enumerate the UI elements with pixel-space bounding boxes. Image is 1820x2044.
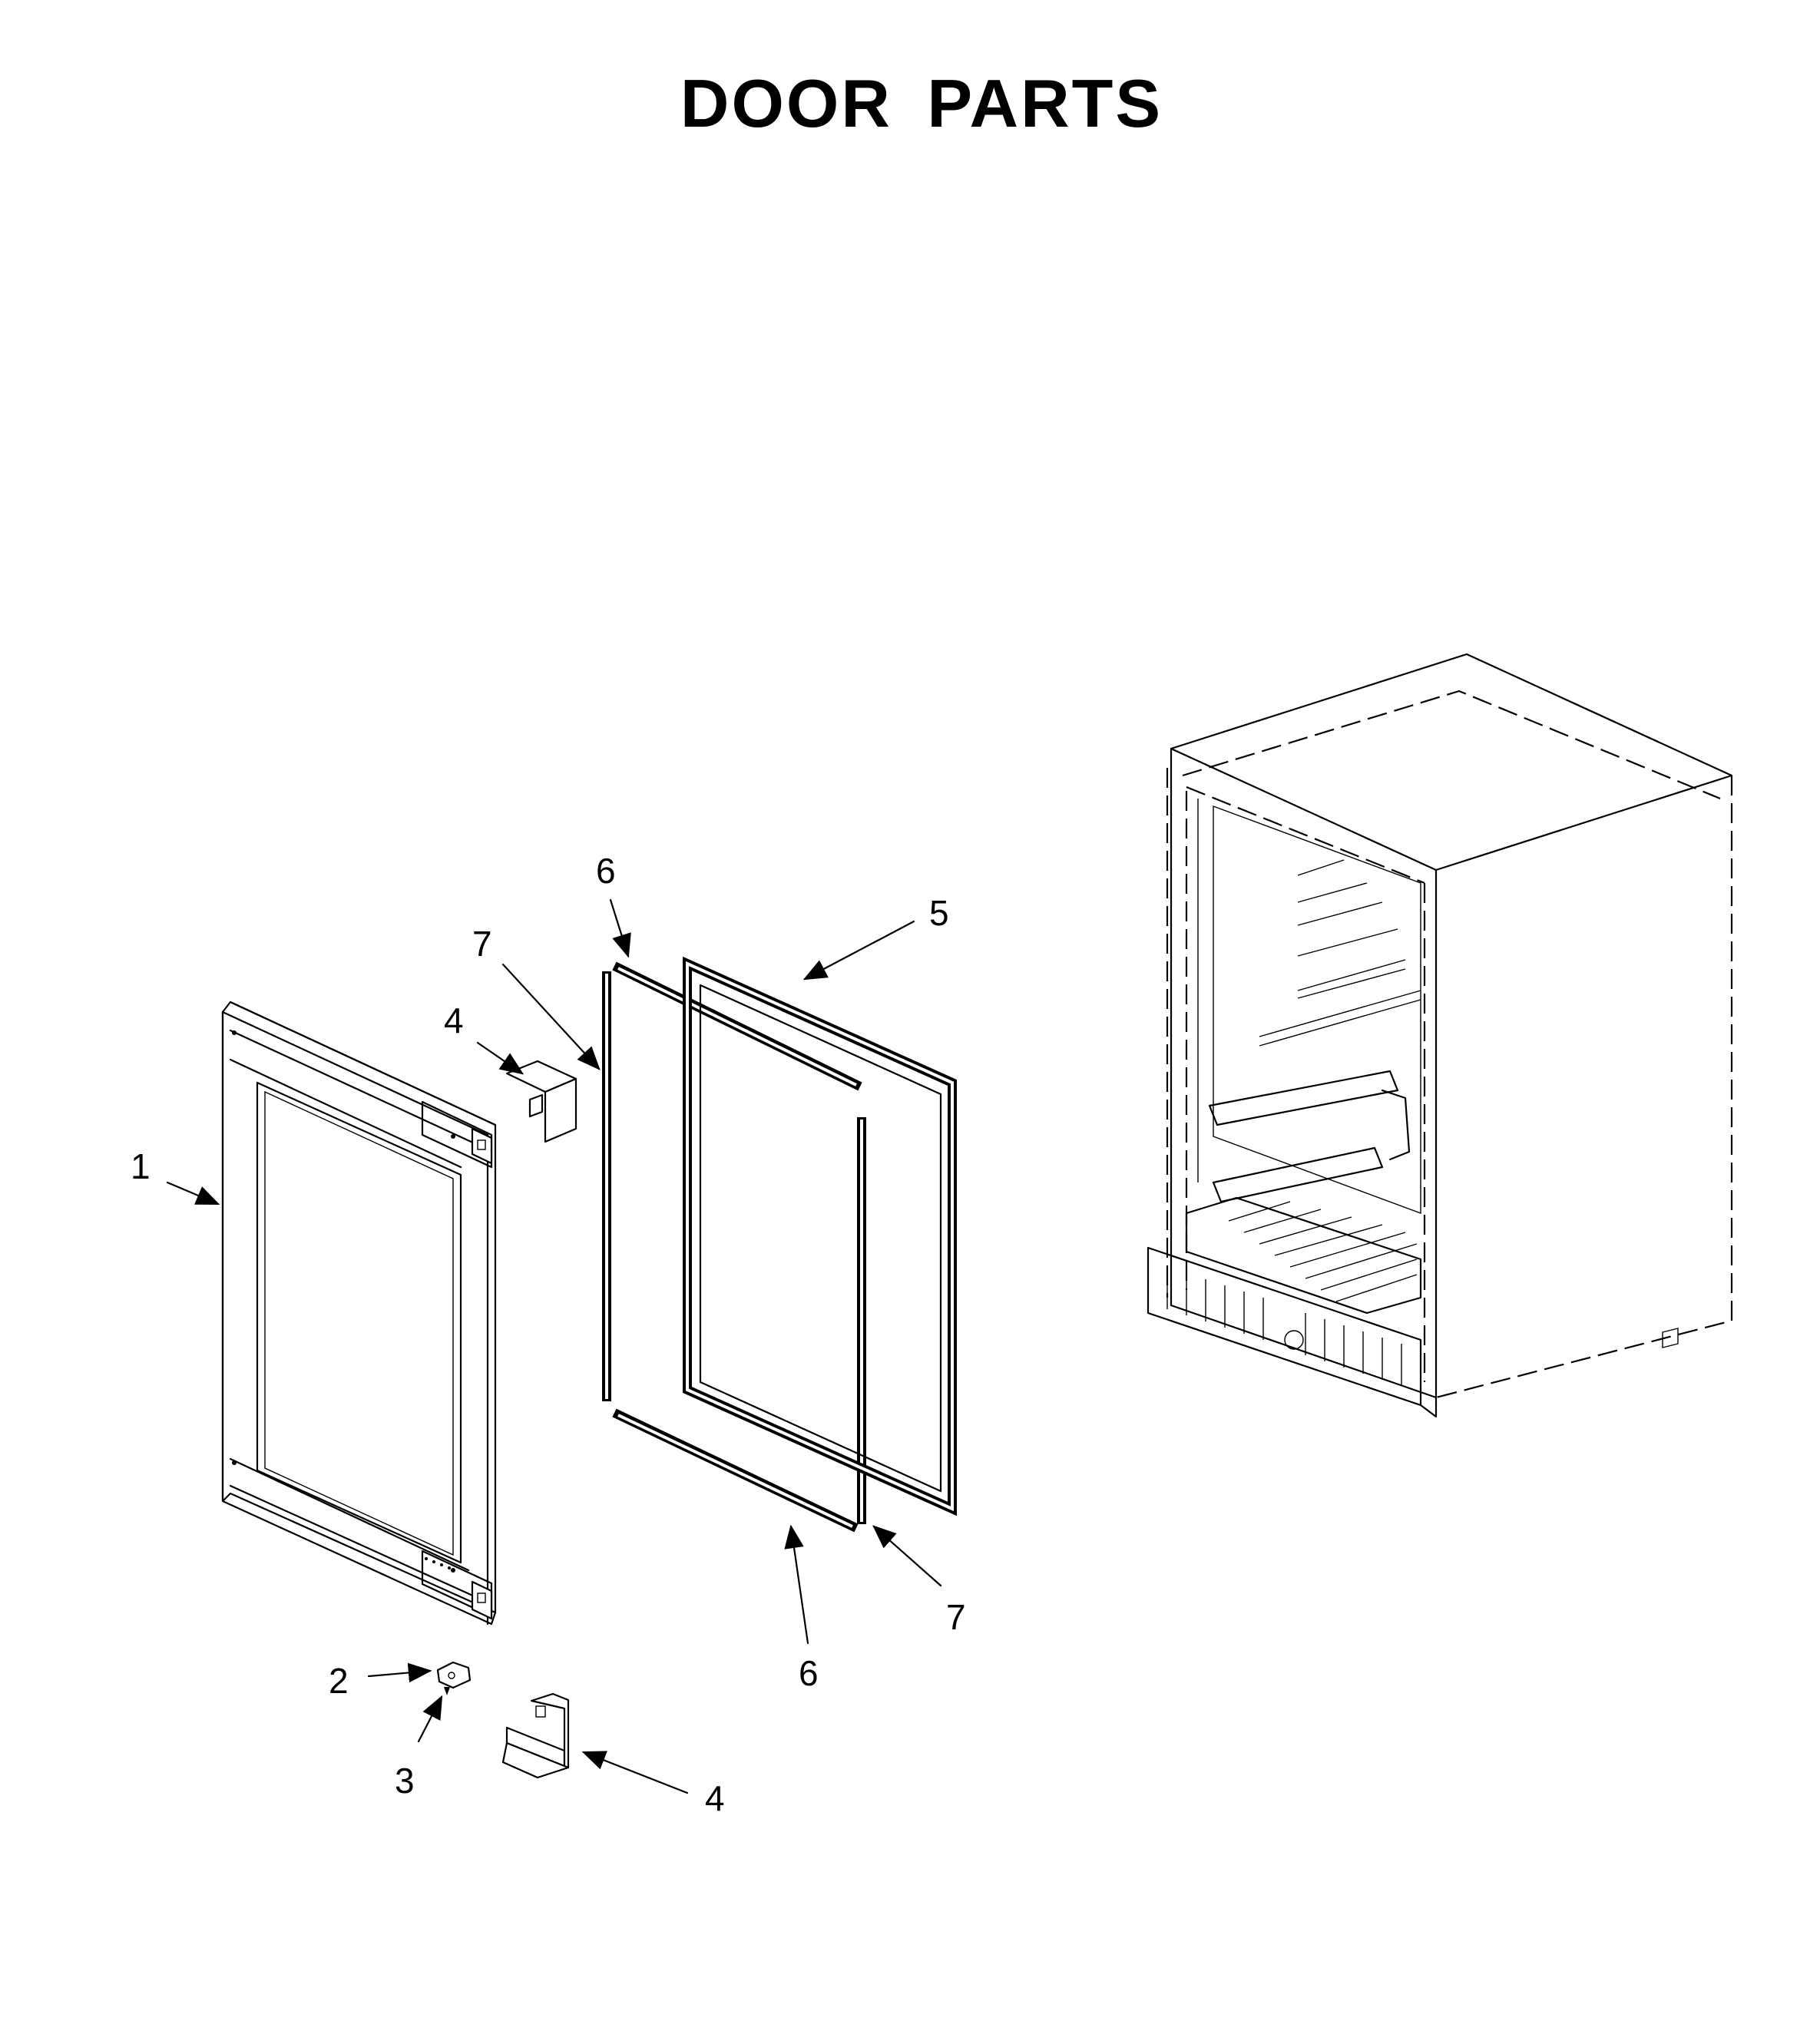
gasket-strips bbox=[602, 961, 866, 1533]
callout-7-right: 7 bbox=[946, 1597, 966, 1637]
leader-arrows bbox=[166, 898, 942, 1794]
leader-2 bbox=[367, 1662, 432, 1683]
callout-labels: 1 2 3 4 4 5 6 6 7 7 bbox=[131, 851, 966, 1818]
callout-2: 2 bbox=[329, 1661, 349, 1701]
hinge-cover-top bbox=[505, 1060, 577, 1143]
callout-6-top: 6 bbox=[596, 851, 616, 891]
door-assembly bbox=[221, 1001, 497, 1626]
callout-3: 3 bbox=[395, 1761, 415, 1801]
hinge-screw bbox=[444, 1687, 450, 1695]
leader-7-right bbox=[872, 1525, 942, 1587]
callout-4-bottom: 4 bbox=[705, 1778, 725, 1818]
page-title: DOOR PARTS bbox=[680, 65, 1163, 141]
leader-6-top bbox=[609, 898, 631, 958]
hinge-bracket bbox=[436, 1661, 472, 1695]
callout-1: 1 bbox=[131, 1146, 151, 1186]
leader-1 bbox=[166, 1181, 220, 1206]
leader-6-bottom bbox=[784, 1524, 809, 1645]
leader-4-top bbox=[476, 1041, 524, 1075]
leader-5 bbox=[802, 920, 915, 981]
cabinet-reference bbox=[1147, 653, 1733, 1418]
callout-7-left: 7 bbox=[472, 924, 492, 964]
callout-5: 5 bbox=[929, 893, 949, 933]
callout-4-top: 4 bbox=[444, 1001, 464, 1040]
callout-6-bottom: 6 bbox=[799, 1653, 819, 1693]
leader-7-left bbox=[501, 963, 601, 1070]
hinge-cover-bottom bbox=[501, 1692, 570, 1779]
door-gasket bbox=[683, 956, 957, 1516]
leader-4-bottom bbox=[581, 1751, 689, 1794]
leader-3 bbox=[417, 1695, 443, 1743]
